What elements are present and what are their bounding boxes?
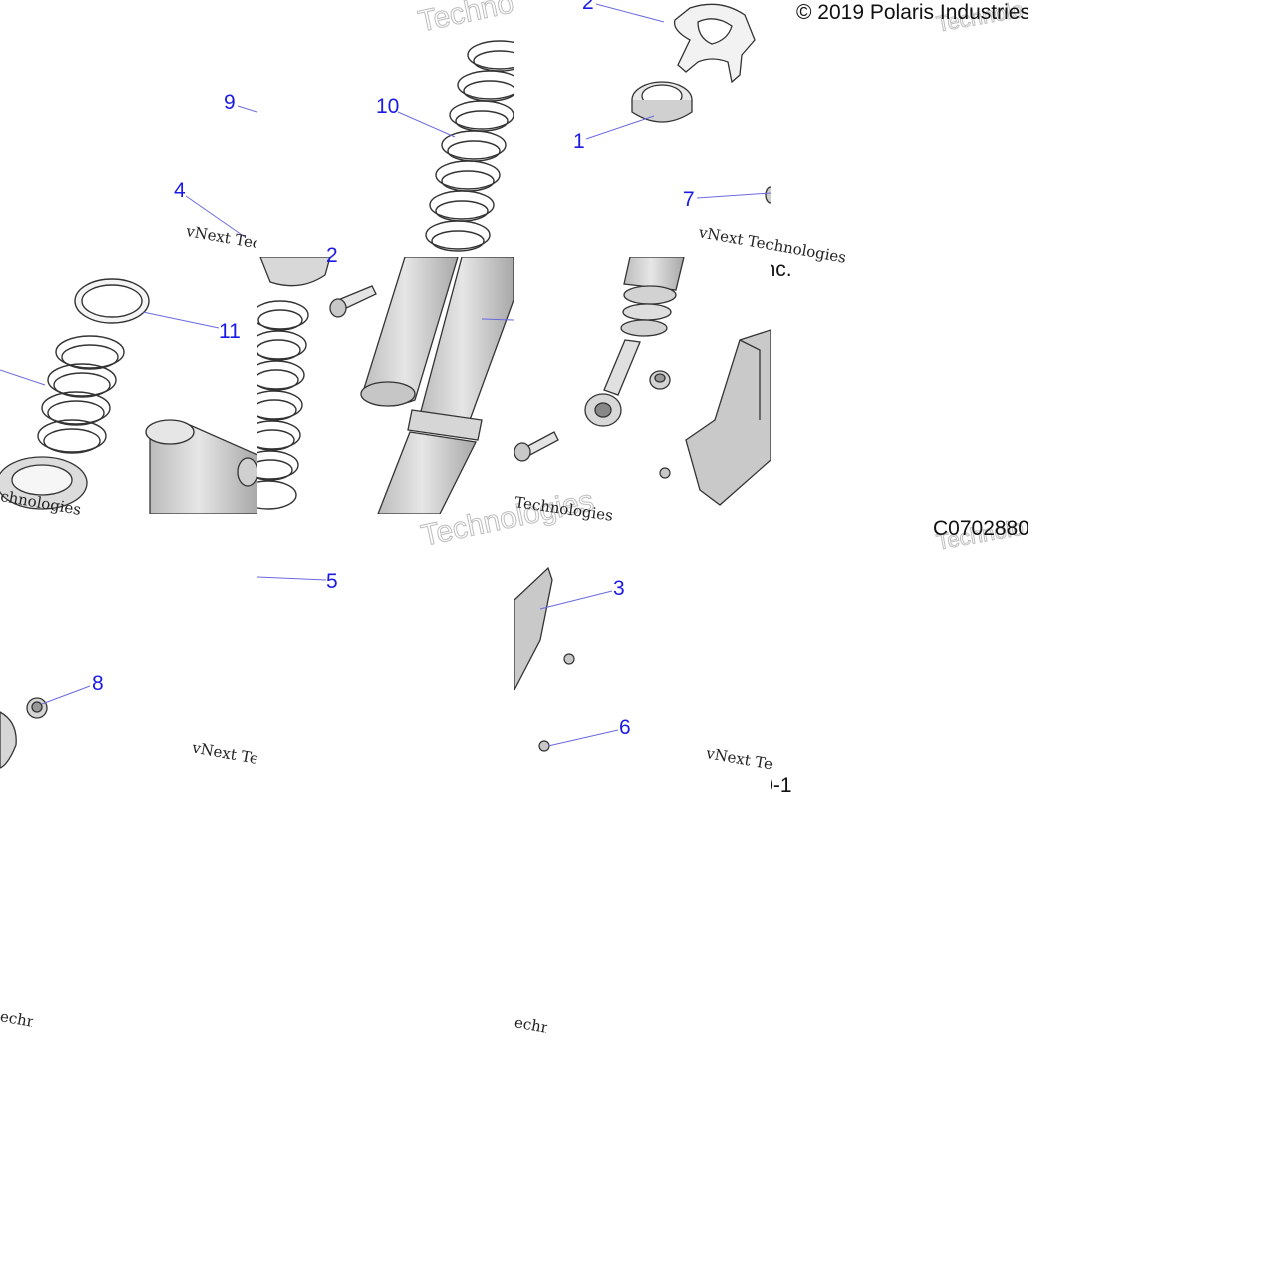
copyright-tile-lower: © 2019 Polaris Industries Inc. xyxy=(771,257,841,283)
guard-lower xyxy=(514,566,553,691)
bolt-lower xyxy=(514,431,559,462)
spring-part-10 xyxy=(425,40,514,252)
callout-7[interactable]: 7 xyxy=(683,188,695,211)
spring-middle xyxy=(257,300,309,510)
spring-seat-part-1 xyxy=(631,81,693,123)
screw-part-6a xyxy=(563,653,575,665)
diagram-code-fragment: C0702880-1 xyxy=(771,774,792,797)
shock-body-lower xyxy=(145,419,257,514)
callout-1[interactable]: 1 xyxy=(573,130,585,153)
spring-seat-top xyxy=(259,257,331,287)
callout-9[interactable]: 9 xyxy=(224,91,236,114)
guard-part-3 xyxy=(685,329,771,506)
diagram-code-tile: C0702880-1 xyxy=(771,514,1028,544)
diagram-code-tile-lower: C0702880-1 xyxy=(771,771,801,799)
leader-lines xyxy=(0,3,771,747)
shock-tube-left xyxy=(360,257,459,407)
spring-lower xyxy=(37,335,125,454)
callout-5[interactable]: 5 xyxy=(326,570,338,593)
callout-2[interactable]: 2 xyxy=(582,0,594,14)
lower-spring-seat xyxy=(0,456,88,510)
callout-10[interactable]: 10 xyxy=(376,95,400,118)
copyright-text-fragment: © 2019 Polaris Industries Inc. xyxy=(771,258,792,281)
callout-4[interactable]: 4 xyxy=(174,179,186,202)
callout-3[interactable]: 3 xyxy=(613,577,625,600)
bushing-upper xyxy=(649,370,671,390)
bushing-part-8 xyxy=(26,697,48,719)
shock-rod-assembly xyxy=(584,257,685,427)
bolt-part-7 xyxy=(765,186,771,204)
callout-8[interactable]: 8 xyxy=(92,672,104,695)
copyright-tile: © 2019 Polaris Industries Inc. xyxy=(771,0,1028,30)
screw-part-6 xyxy=(538,740,550,752)
bolt-middle xyxy=(329,285,377,318)
diagram-code: C0702880-1 xyxy=(933,517,1028,540)
copyright-text: © 2019 Polaris Industries Inc. xyxy=(796,1,1028,24)
shock-tube-right xyxy=(377,257,514,514)
callout-6[interactable]: 6 xyxy=(619,716,631,739)
callout-2b[interactable]: 2 xyxy=(326,244,338,267)
screw-small xyxy=(659,467,671,479)
callout-11[interactable]: 11 xyxy=(219,320,241,343)
shock-eyelet-lower xyxy=(0,711,17,769)
washer-part-11 xyxy=(74,278,150,324)
retainer-part-2 xyxy=(673,3,756,84)
